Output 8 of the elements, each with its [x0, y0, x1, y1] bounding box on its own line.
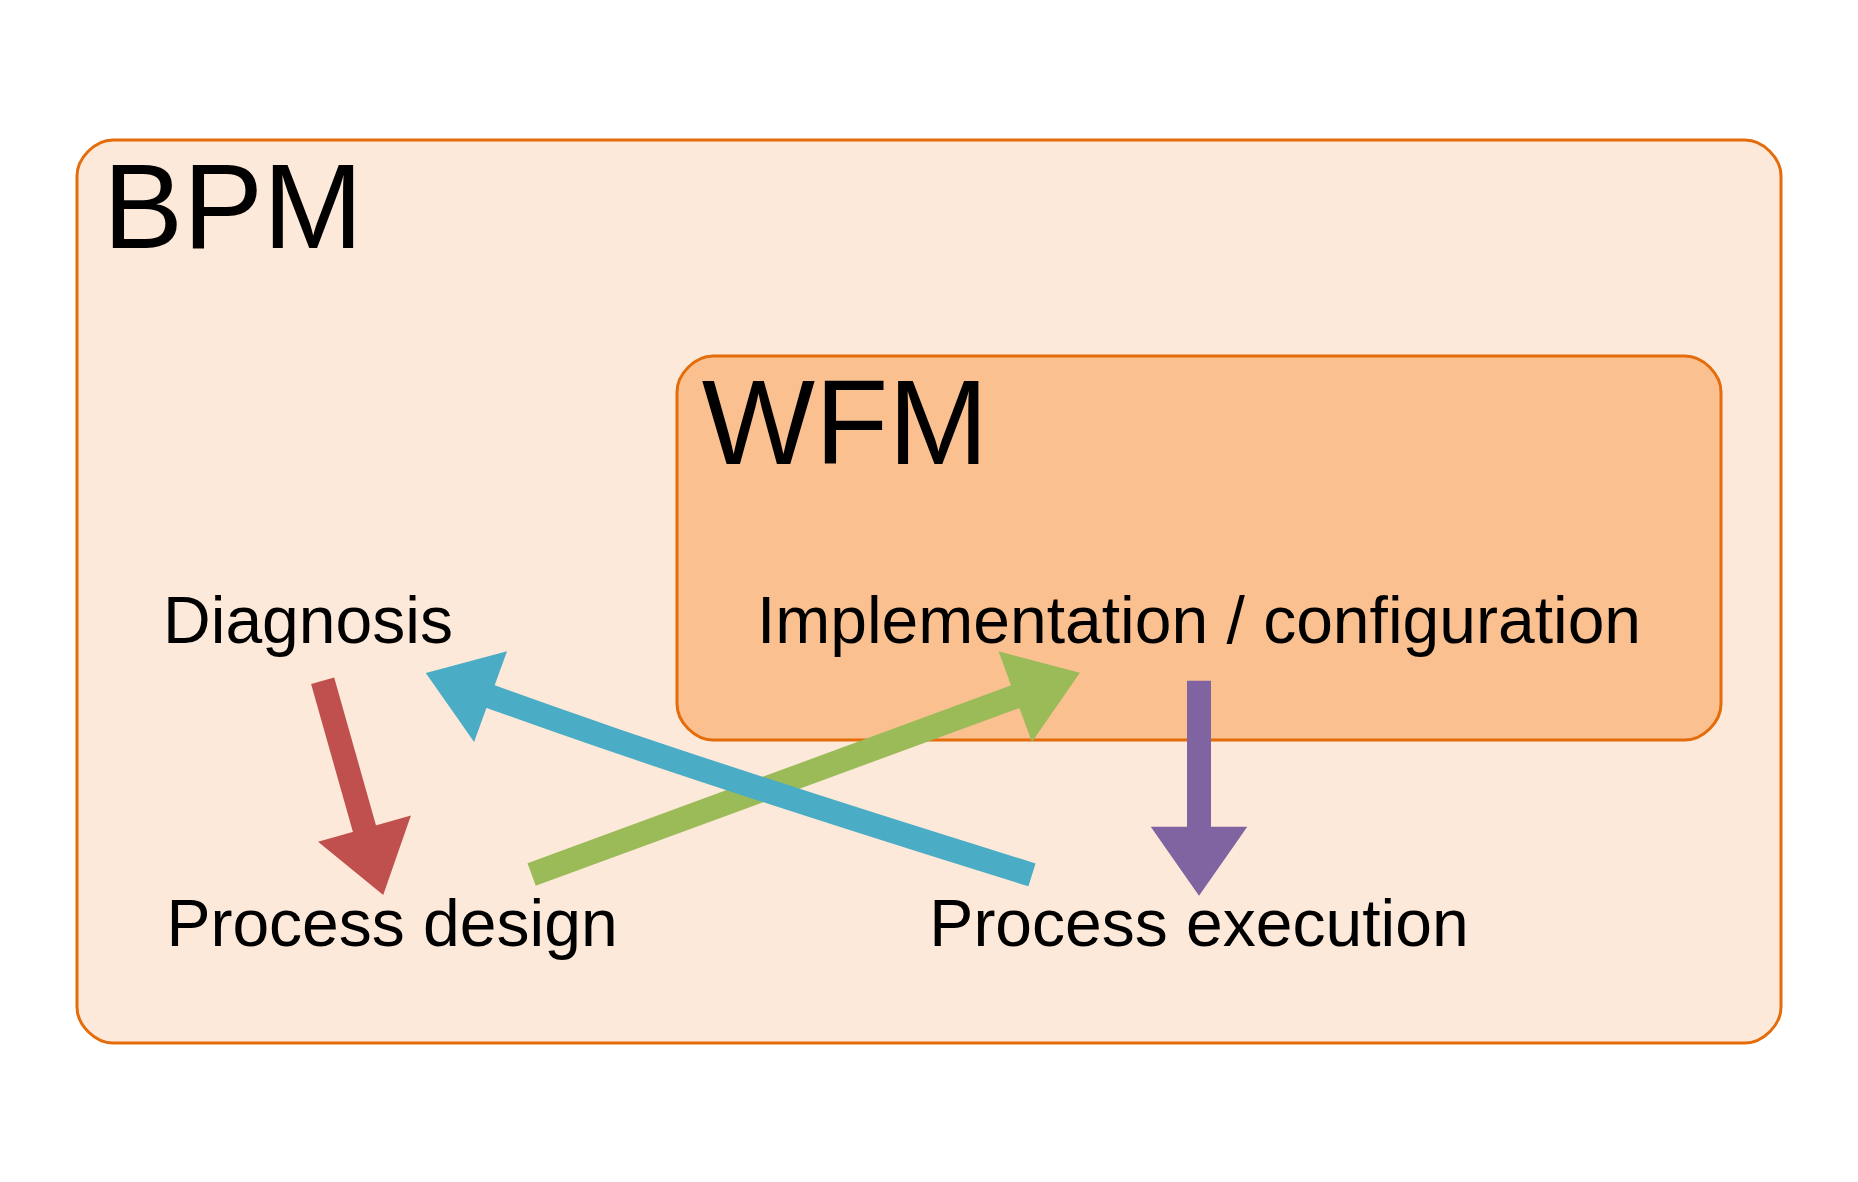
arrow: [1150, 680, 1248, 896]
node-text: Implementation / configuration: [756, 582, 1642, 657]
arrow: [311, 676, 411, 895]
node-text: Diagnosis: [163, 582, 453, 657]
node-text: Process execution: [929, 885, 1469, 960]
node-text: Process design: [166, 885, 618, 960]
arrow: [425, 650, 1036, 886]
arrow: [527, 650, 1080, 886]
